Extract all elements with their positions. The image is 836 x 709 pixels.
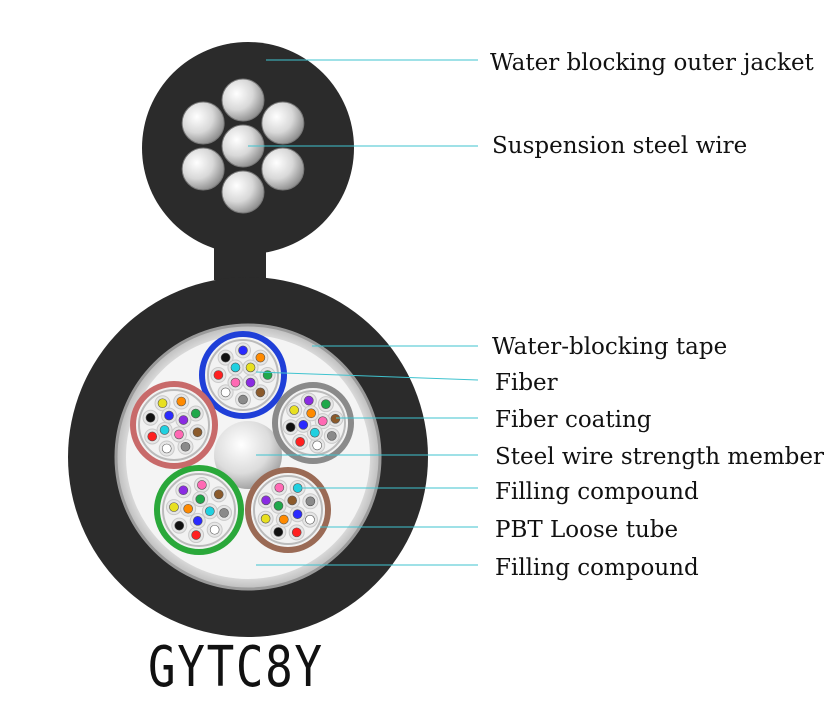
steel-wire [181,101,225,145]
fiber [279,514,289,525]
label-fiber: Fiber [495,370,558,396]
fiber [310,427,320,438]
leader-lines [248,59,479,566]
fiber [330,413,341,424]
fiber [303,395,314,406]
loose-tube-wall [245,467,331,553]
suspension-unit [142,42,354,280]
jacket-neck [214,240,266,280]
model-name: GYTC8Y [148,635,324,700]
fiber [180,441,191,452]
fiber [213,489,224,500]
fiber [174,429,184,440]
fiber [159,425,170,435]
label-suspension-wire: Suspension steel wire [492,133,748,159]
fiber [321,399,331,409]
fiber [178,415,189,425]
pbt-loose-tube [154,465,244,555]
fiber [273,501,284,511]
label-fiber-coating: Fiber coating [495,407,652,433]
label-filling-compound-1: Filling compound [495,479,699,505]
pbt-loose-tube [199,331,287,419]
fiber [230,377,241,388]
steel-wire [221,170,265,214]
fiber [157,398,168,409]
fiber [220,352,231,363]
fiber [317,416,328,426]
fiber [195,494,206,504]
fiber [295,437,305,447]
pbt-loose-tube [130,381,218,469]
fiber [176,396,187,407]
steel-wire-strength-member [214,421,282,489]
leader-line-fiber [255,371,479,381]
fiber [273,527,284,537]
fiber [183,503,193,514]
loose-tube-inner-edge [253,475,323,545]
fiber [190,408,201,419]
fiber [285,422,296,433]
fiber [245,377,256,388]
fiber [147,431,158,442]
main-cable [68,277,428,637]
loose-tubes [130,331,354,555]
fiber [287,495,297,506]
fiber [145,412,156,423]
steel-wire [261,147,305,191]
fiber [161,443,172,454]
fiber [192,516,203,526]
fiber [191,530,201,540]
fiber [305,496,316,507]
fiber [178,485,189,496]
pbt-loose-tube [272,382,354,464]
fiber [230,362,241,373]
loose-tube-inner-edge [162,473,236,547]
fiber [260,513,271,524]
fiber [164,410,174,421]
fiber [312,440,323,451]
fiber [306,408,316,419]
fiber [238,345,248,356]
suspension-steel-wires [181,78,305,214]
label-water-blocking-tape: Water-blocking tape [492,334,728,360]
steel-wire [261,101,305,145]
fiber [238,394,248,405]
fiber [255,352,266,363]
loose-tube-inner-edge [207,339,279,411]
fiber [219,508,229,518]
label-filling-compound-2: Filling compound [495,555,699,581]
fiber [174,520,185,531]
label-strength-member: Steel wire strength member [495,444,824,470]
fiber [220,387,231,398]
fiber [305,514,315,525]
fiber [209,524,220,535]
fiber [192,427,203,438]
label-pbt-loose-tube: PBT Loose tube [495,517,679,543]
fiber [197,480,207,490]
fiber [289,405,299,415]
fiber [261,495,271,506]
fiber [205,506,215,517]
fiber [292,509,303,519]
fiber [169,502,179,512]
loose-tube-wall [130,381,218,469]
steel-wire [181,147,225,191]
fiber [255,387,266,398]
steel-wire [221,78,265,122]
fiber [274,482,285,493]
loose-tube-inner-edge [138,389,210,461]
fiber [213,370,224,380]
pbt-loose-tube [245,467,331,553]
fiber [298,420,309,430]
label-outer-jacket: Water blocking outer jacket [490,50,814,76]
fiber [245,362,256,373]
fiber [291,527,302,538]
fiber [327,431,337,441]
